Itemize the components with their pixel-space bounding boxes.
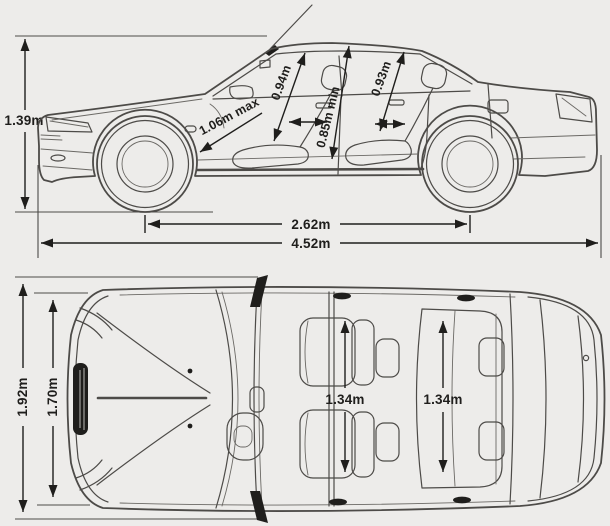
plan-front-seat-right <box>299 317 400 387</box>
plan-body-outline <box>66 286 606 512</box>
front-cabin-width-dimension: 1.34m <box>325 321 364 472</box>
steering-wheel <box>226 412 264 461</box>
rear-window-front-edge <box>509 293 514 505</box>
front-bumper-lines <box>40 148 94 171</box>
rear-bumper-lines <box>509 134 596 160</box>
overall-length-label: 4.52m <box>291 236 330 251</box>
front-cabin-width-label: 1.34m <box>325 392 364 407</box>
rear-bumper-seam <box>527 296 598 502</box>
rear-cabin-width-label: 1.34m <box>423 392 462 407</box>
wheelbase-dimension: 2.62m <box>148 217 467 232</box>
door-handle-bottom-front <box>329 498 347 506</box>
body-width-label: 1.70m <box>45 377 60 416</box>
door-handle-top-rear <box>457 294 475 302</box>
rear-headroom-arrow <box>379 51 405 132</box>
wing-mirror-bottom <box>250 491 268 523</box>
body-width-dimension: 1.70m <box>45 300 60 497</box>
rear-seat <box>345 62 448 166</box>
rearview-mirror <box>259 59 271 69</box>
length-dimension: 4.52m <box>41 236 598 251</box>
tail-light <box>555 93 593 123</box>
rear-seatback <box>404 87 434 142</box>
trunk-lock <box>582 354 590 362</box>
cowl-line <box>215 289 234 509</box>
rear-seat-cushion <box>345 139 412 166</box>
floor-to-roof-label: 1.06m max <box>197 95 262 138</box>
plan-rear-bench <box>415 308 505 489</box>
wing-mirror <box>229 85 254 100</box>
wing-mirror-top <box>250 275 268 307</box>
front-seat-cushion <box>232 144 309 169</box>
washer-nozzle-2 <box>187 423 193 429</box>
front-wheel <box>96 115 194 213</box>
headlight-top <box>75 307 113 339</box>
side-view-reference-lines <box>15 35 602 258</box>
headrest <box>478 421 505 461</box>
rocker-sill <box>195 167 425 172</box>
hood-crease-bottom <box>96 404 211 486</box>
headrest <box>375 338 400 378</box>
plan-front-seat-left <box>299 409 400 479</box>
wheelbase-label: 2.62m <box>291 217 330 232</box>
roof-front-edge <box>253 290 258 508</box>
headlight-inner-line <box>49 120 89 128</box>
top-view-reference-lines <box>15 276 258 520</box>
trunk-seam <box>487 83 493 139</box>
rear-wheel <box>421 115 519 213</box>
headlight-bottom <box>75 459 113 491</box>
body-inner-line-top <box>119 292 516 298</box>
trunk-cut-line <box>577 315 585 483</box>
grille-lines <box>40 134 63 141</box>
rear-glass <box>419 53 473 85</box>
rear-door-handle <box>388 99 405 106</box>
side-view: 1.39m <box>4 4 602 258</box>
door-handle-top-front <box>333 292 351 300</box>
headlight <box>45 116 93 133</box>
door-handle-bottom-rear <box>453 496 471 504</box>
fog-light <box>50 154 66 162</box>
headrest <box>478 337 505 377</box>
steering-hub <box>233 425 253 448</box>
roof-front-edge-inner <box>258 290 263 508</box>
overall-width-label: 1.92m <box>15 377 30 416</box>
rear-headrest <box>420 62 448 90</box>
hood-crease <box>51 98 203 121</box>
antenna <box>269 4 313 50</box>
rear-cabin-width-dimension: 1.34m <box>423 321 462 472</box>
height-dimension: 1.39m <box>4 39 43 209</box>
hood-crease-top <box>96 312 211 394</box>
overall-width-dimension: 1.92m <box>15 284 30 512</box>
rear-window-rear-edge <box>539 299 547 499</box>
tail-light-inner <box>561 97 587 117</box>
windshield-base <box>221 291 239 507</box>
overall-height-label: 1.39m <box>4 113 43 128</box>
floor-to-roof-arrow <box>199 112 263 153</box>
car-body-outline <box>37 42 598 183</box>
grille-slats <box>79 368 85 430</box>
top-view: 1.92m 1.70m <box>15 275 606 523</box>
front-headroom-arrow <box>273 52 306 142</box>
rear-headroom-label: 0.93m <box>368 59 394 98</box>
dashboard-line <box>209 103 225 129</box>
fuel-door <box>487 99 509 114</box>
washer-nozzle-1 <box>187 368 193 374</box>
side-interior-dimensions: 1.06m max 0.94m 0.85m min 0.93m <box>197 45 405 160</box>
interior-mirror <box>249 386 265 413</box>
side-indicator <box>184 125 197 133</box>
seat-to-roof-arrow <box>329 45 352 160</box>
headrest <box>375 422 400 462</box>
top-view-car <box>66 275 606 523</box>
b-pillar-section-lines <box>328 291 335 507</box>
